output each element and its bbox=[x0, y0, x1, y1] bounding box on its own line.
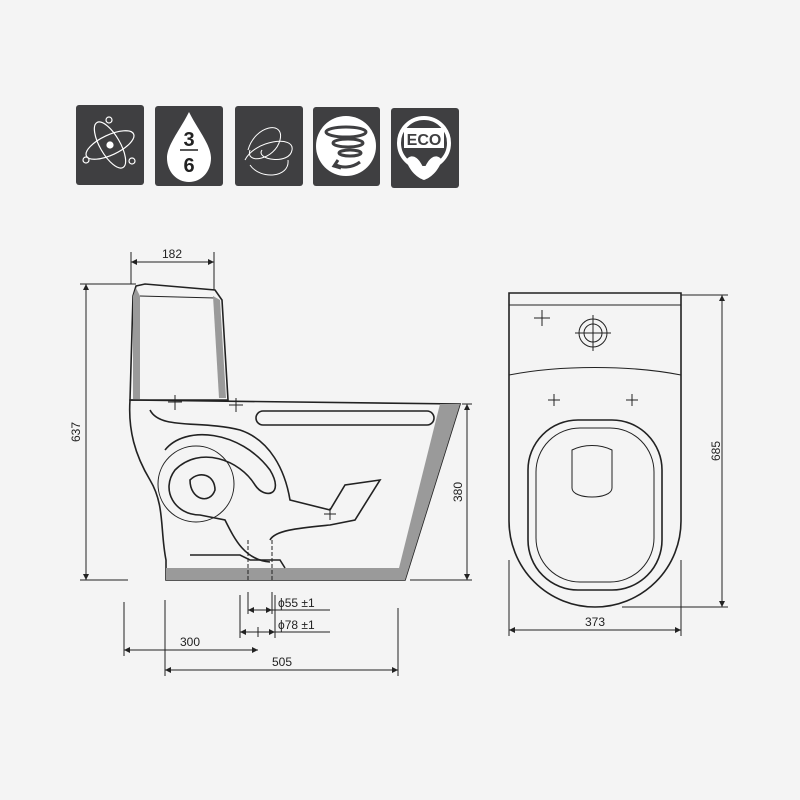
water-drop-icon bbox=[167, 112, 211, 182]
eco-label: ECO bbox=[407, 132, 442, 149]
dim-380-label: 380 bbox=[451, 482, 465, 502]
feature-icon-atom bbox=[76, 105, 144, 185]
dim-55-label: ϕ55 ±1 bbox=[278, 596, 315, 610]
dim-637-label: 637 bbox=[69, 422, 83, 442]
feature-icon-eco: ECO bbox=[391, 108, 459, 188]
atom-icon bbox=[82, 116, 136, 169]
dim-505-label: 505 bbox=[272, 655, 292, 669]
dimension-rough-in: 300 bbox=[123, 602, 258, 656]
dimension-total-height: 637 bbox=[69, 283, 136, 581]
dimension-length: 685 bbox=[622, 294, 728, 608]
dim-78-label: ϕ78 ±1 bbox=[278, 618, 315, 632]
dimension-width: 373 bbox=[508, 560, 682, 636]
dimension-outlet: ϕ55 ±1 ϕ78 ±1 bbox=[239, 592, 330, 638]
feature-icon-swirl bbox=[235, 106, 303, 186]
dim-300-label: 300 bbox=[180, 635, 200, 649]
dim-182-label: 182 bbox=[162, 247, 182, 261]
top-view bbox=[508, 292, 682, 608]
feature-icon-tornado bbox=[313, 107, 380, 186]
swirl-lines-icon bbox=[244, 127, 293, 176]
flush-volume-large: 6 bbox=[183, 155, 194, 177]
dimension-seat-height: 380 bbox=[410, 403, 472, 581]
dimension-total-depth: 505 bbox=[164, 600, 399, 676]
side-view bbox=[128, 283, 462, 581]
feature-icon-dual-flush: 3 6 bbox=[155, 106, 223, 186]
flush-volume-small: 3 bbox=[183, 129, 194, 151]
dim-685-label: 685 bbox=[709, 441, 723, 461]
dimension-tank-depth: 182 bbox=[130, 247, 215, 290]
eco-leaf-icon bbox=[397, 116, 451, 170]
dim-373-label: 373 bbox=[585, 615, 605, 629]
